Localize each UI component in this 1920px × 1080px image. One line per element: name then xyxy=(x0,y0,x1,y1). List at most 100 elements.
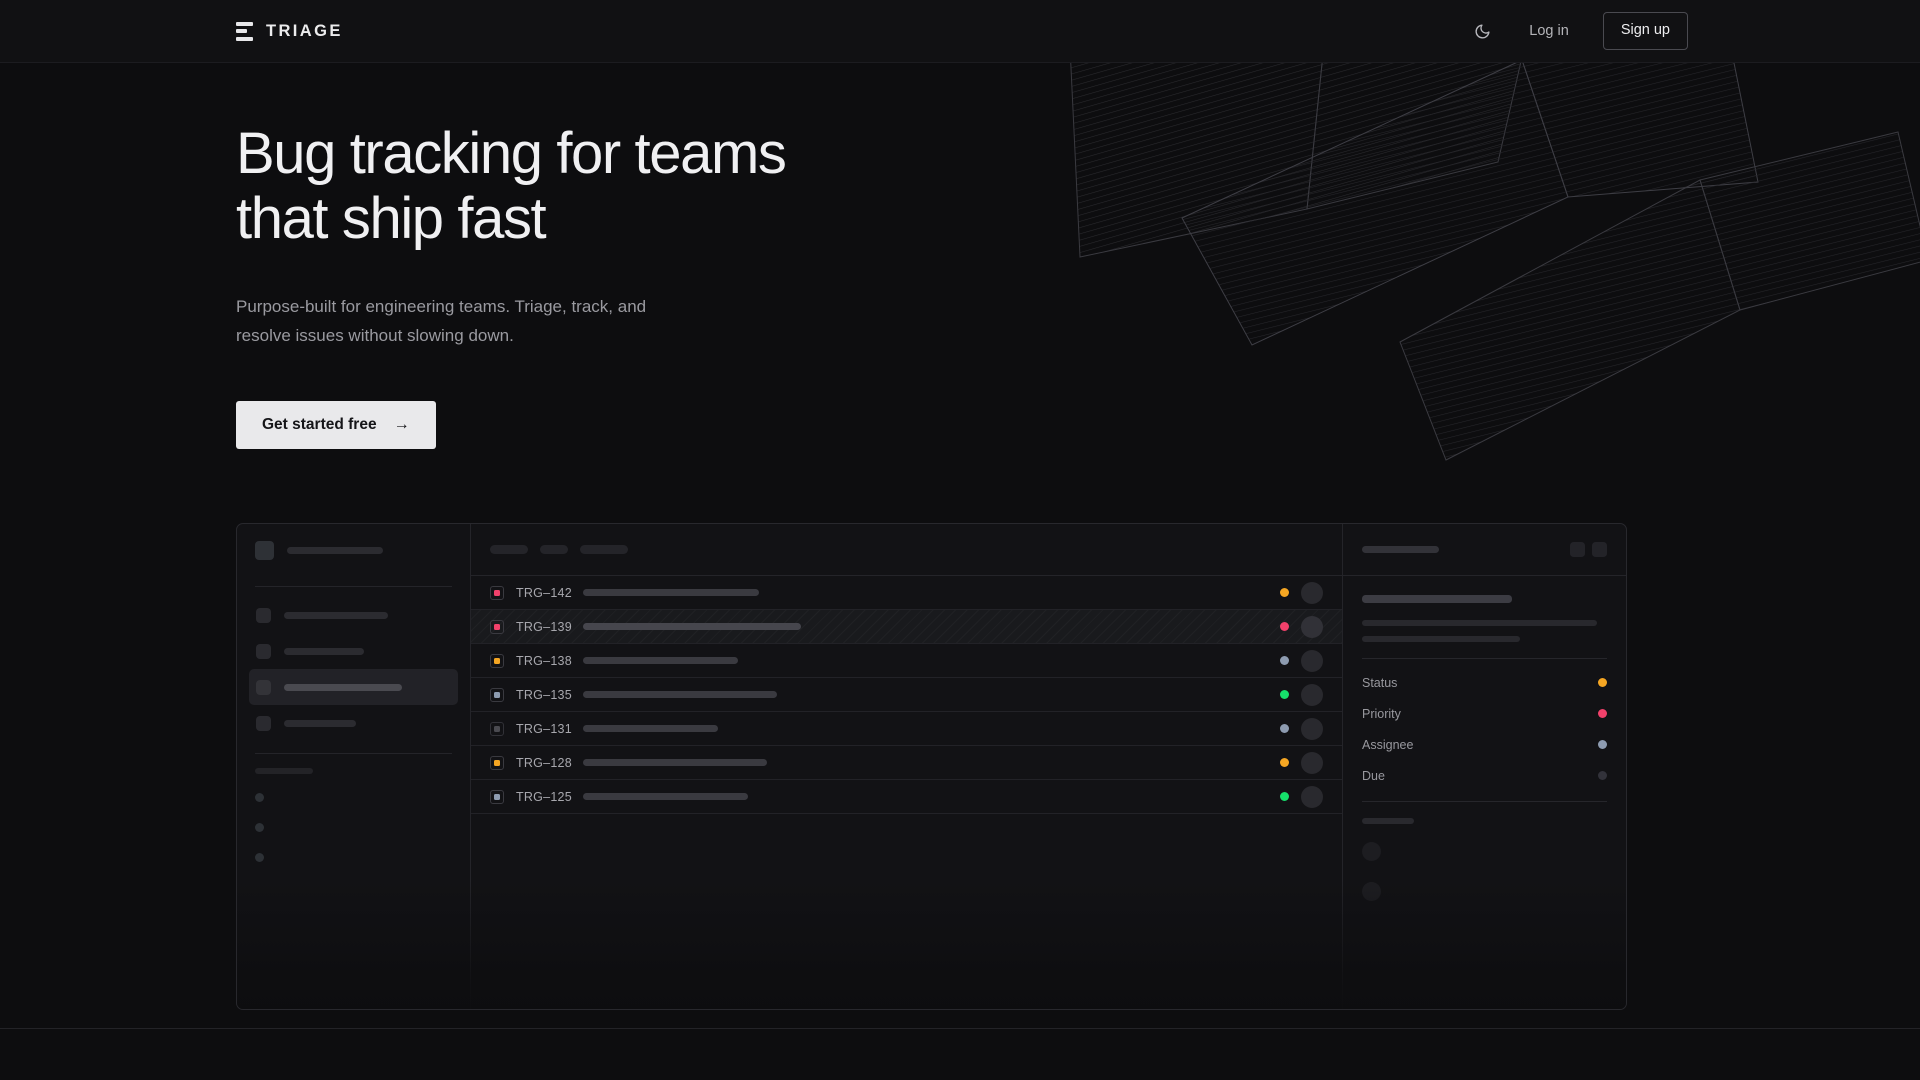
decor-card-c xyxy=(1399,131,1920,461)
decor-card-b xyxy=(1181,52,1759,346)
sidebar-item-4-label xyxy=(284,719,356,727)
row-meta xyxy=(1280,717,1323,740)
issue-list-pane: TRG–142 TRG–139 xyxy=(471,524,1342,1009)
assignee-avatar xyxy=(1301,615,1323,638)
sidebar-item-2[interactable] xyxy=(249,633,458,669)
sidebar-nav xyxy=(237,587,470,741)
sidebar-item-3[interactable] xyxy=(249,669,458,705)
status-dot-icon xyxy=(1280,758,1289,767)
priority-indicator xyxy=(490,619,504,634)
get-started-button[interactable]: Get started free → xyxy=(236,401,436,450)
detail-action-1-button[interactable] xyxy=(1570,542,1585,557)
detail-divider-bottom xyxy=(1362,801,1607,802)
project-dot-icon xyxy=(255,792,264,802)
site-header: TRIAGE Log in Sign up xyxy=(0,0,1920,63)
assignee-avatar xyxy=(1301,717,1323,740)
detail-meta-priority[interactable]: Priority xyxy=(1362,698,1607,729)
priority-indicator xyxy=(490,721,504,736)
status-dot-icon xyxy=(1280,588,1289,597)
priority-indicator xyxy=(490,653,504,668)
sidebar-item-4[interactable] xyxy=(249,705,458,741)
issue-id: TRG–128 xyxy=(516,755,572,770)
table-row[interactable]: TRG–138 xyxy=(471,644,1342,678)
status-value-dot-icon xyxy=(1598,678,1607,687)
assignee-value-dot-icon xyxy=(1598,740,1607,749)
table-row[interactable]: TRG–128 xyxy=(471,746,1342,780)
issue-title-placeholder xyxy=(583,793,748,800)
issue-title-placeholder xyxy=(583,589,759,596)
detail-meta-due[interactable]: Due xyxy=(1362,760,1607,791)
issue-id: TRG–125 xyxy=(516,789,572,804)
brand-logo[interactable]: TRIAGE xyxy=(236,21,343,41)
brand-name: TRIAGE xyxy=(266,21,343,40)
issue-id: TRG–139 xyxy=(516,619,572,634)
toolbar-filter-3[interactable] xyxy=(580,545,628,554)
theme-toggle-button[interactable] xyxy=(1463,12,1501,50)
status-dot-icon xyxy=(1280,792,1289,801)
issue-id: TRG–135 xyxy=(516,687,572,702)
comment-avatar-1 xyxy=(1362,842,1381,861)
assignee-avatar xyxy=(1301,683,1323,706)
priority-indicator xyxy=(490,755,504,770)
sidebar-divider-top xyxy=(255,586,452,587)
sidebar-project-list xyxy=(237,774,470,872)
row-meta xyxy=(1280,615,1323,638)
comment-avatar-2 xyxy=(1362,882,1381,901)
sidebar-project-3[interactable] xyxy=(255,842,452,872)
signup-button[interactable]: Sign up xyxy=(1602,12,1688,50)
detail-meta-status[interactable]: Status xyxy=(1362,667,1607,698)
header-actions: Log in Sign up xyxy=(1463,12,1688,50)
login-link[interactable]: Log in xyxy=(1529,23,1569,39)
hero-section: Bug tracking for teams that ship fast Pu… xyxy=(236,121,996,450)
sidebar-item-1[interactable] xyxy=(249,597,458,633)
sidebar-project-2[interactable] xyxy=(255,812,452,842)
detail-desc-line-1 xyxy=(1362,620,1597,626)
table-row[interactable]: TRG–139 xyxy=(471,610,1342,644)
issue-title-placeholder xyxy=(583,657,738,664)
sidebar-item-3-icon xyxy=(256,679,271,695)
status-dot-icon xyxy=(1280,656,1289,665)
row-meta xyxy=(1280,751,1323,774)
toolbar-filter-1[interactable] xyxy=(490,545,528,554)
workspace-name-placeholder xyxy=(287,546,383,554)
table-row[interactable]: TRG–125 xyxy=(471,780,1342,814)
app-sidebar xyxy=(237,524,471,1009)
meta-label-due: Due xyxy=(1362,768,1385,783)
sidebar-item-1-label xyxy=(284,611,388,619)
project-dot-icon xyxy=(255,822,264,832)
table-row[interactable]: TRG–135 xyxy=(471,678,1342,712)
sidebar-project-1[interactable] xyxy=(255,782,452,812)
detail-activity-label xyxy=(1362,818,1414,824)
detail-breadcrumb-placeholder xyxy=(1362,546,1439,553)
issue-title-placeholder xyxy=(583,623,801,630)
issue-id: TRG–131 xyxy=(516,721,572,736)
detail-actions xyxy=(1570,542,1607,557)
detail-desc-line-2 xyxy=(1362,636,1520,642)
meta-label-assignee: Assignee xyxy=(1362,737,1414,752)
issue-title-placeholder xyxy=(583,691,777,698)
decorative-hatched-cards xyxy=(1069,52,1920,461)
assignee-avatar xyxy=(1301,581,1323,604)
detail-meta-assignee[interactable]: Assignee xyxy=(1362,729,1607,760)
issue-table: TRG–142 TRG–139 xyxy=(471,576,1342,814)
table-row[interactable]: TRG–131 xyxy=(471,712,1342,746)
sidebar-divider-bottom xyxy=(255,753,452,754)
sidebar-item-2-icon xyxy=(256,643,271,659)
issue-title-placeholder xyxy=(583,725,718,732)
hero-subhead: Purpose-built for engineering teams. Tri… xyxy=(236,296,647,346)
workspace-switcher[interactable] xyxy=(237,524,470,576)
status-dot-icon xyxy=(1280,690,1289,699)
decor-card-a xyxy=(1069,52,1524,258)
table-row[interactable]: TRG–142 xyxy=(471,576,1342,610)
priority-indicator xyxy=(490,585,504,600)
arrow-right-icon: → xyxy=(393,416,410,434)
issue-detail-pane: Status Priority Assignee Due xyxy=(1342,524,1626,1009)
row-meta xyxy=(1280,683,1323,706)
status-dot-icon xyxy=(1280,622,1289,631)
detail-action-2-button[interactable] xyxy=(1592,542,1607,557)
assignee-avatar xyxy=(1301,649,1323,672)
detail-body: Status Priority Assignee Due xyxy=(1343,576,1626,941)
toolbar-filter-2[interactable] xyxy=(540,545,568,554)
meta-label-priority: Priority xyxy=(1362,706,1401,721)
